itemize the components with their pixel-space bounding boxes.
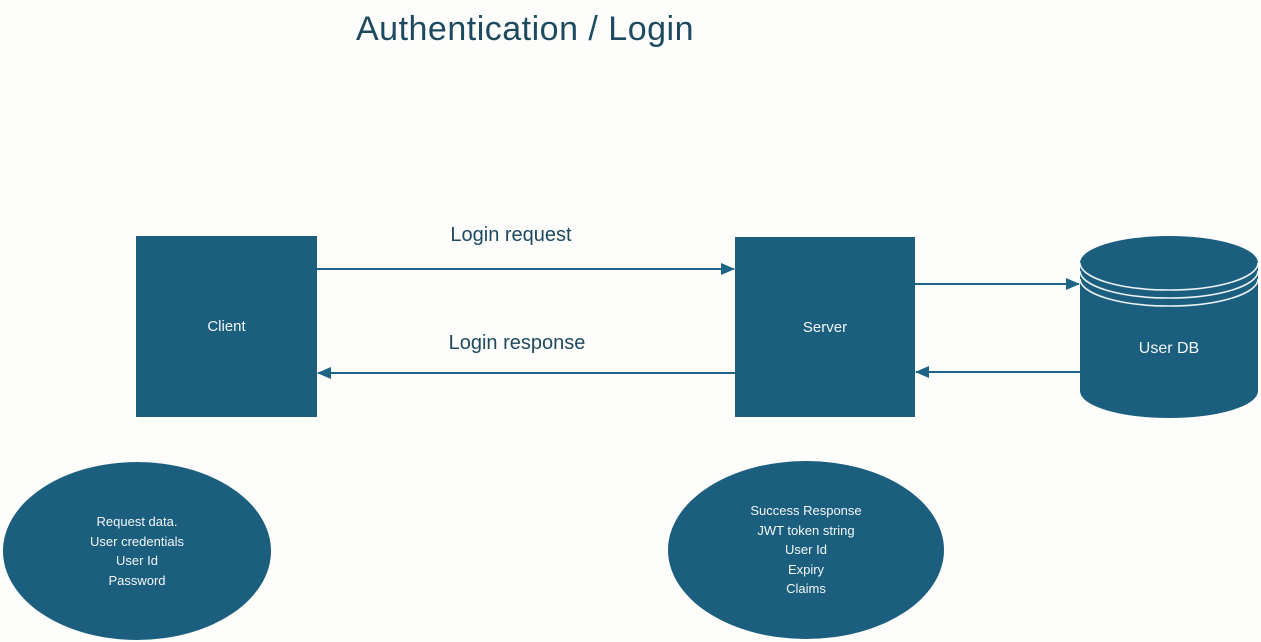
note-line: User Id bbox=[116, 553, 158, 568]
note-line: Request data. bbox=[96, 514, 178, 529]
note-line: Success Response bbox=[750, 503, 862, 519]
note-request-data: Request data. User credentials User Id P… bbox=[3, 462, 271, 640]
node-server-label: Server bbox=[802, 318, 848, 336]
note-line: Expiry bbox=[787, 561, 825, 577]
note-line: User Id bbox=[785, 542, 827, 558]
note-success-response: Success Response JWT token string User I… bbox=[668, 461, 944, 639]
note-line: Claims bbox=[786, 581, 826, 597]
node-client-label: Client bbox=[207, 318, 246, 335]
note-line: JWT token string bbox=[757, 522, 855, 538]
node-user-db: User DB bbox=[1080, 236, 1258, 418]
node-user-db-label: User DB bbox=[1138, 340, 1200, 357]
login-request-label: Login request bbox=[450, 224, 572, 246]
node-client: Client bbox=[136, 236, 317, 417]
login-response-label: Login response bbox=[448, 332, 586, 354]
note-line: Password bbox=[108, 572, 166, 588]
note-line: User credentials bbox=[90, 533, 184, 549]
node-server: Server bbox=[735, 237, 915, 417]
page-title: Authentication / Login bbox=[355, 10, 695, 48]
database-cylinder-icon bbox=[1080, 236, 1258, 418]
